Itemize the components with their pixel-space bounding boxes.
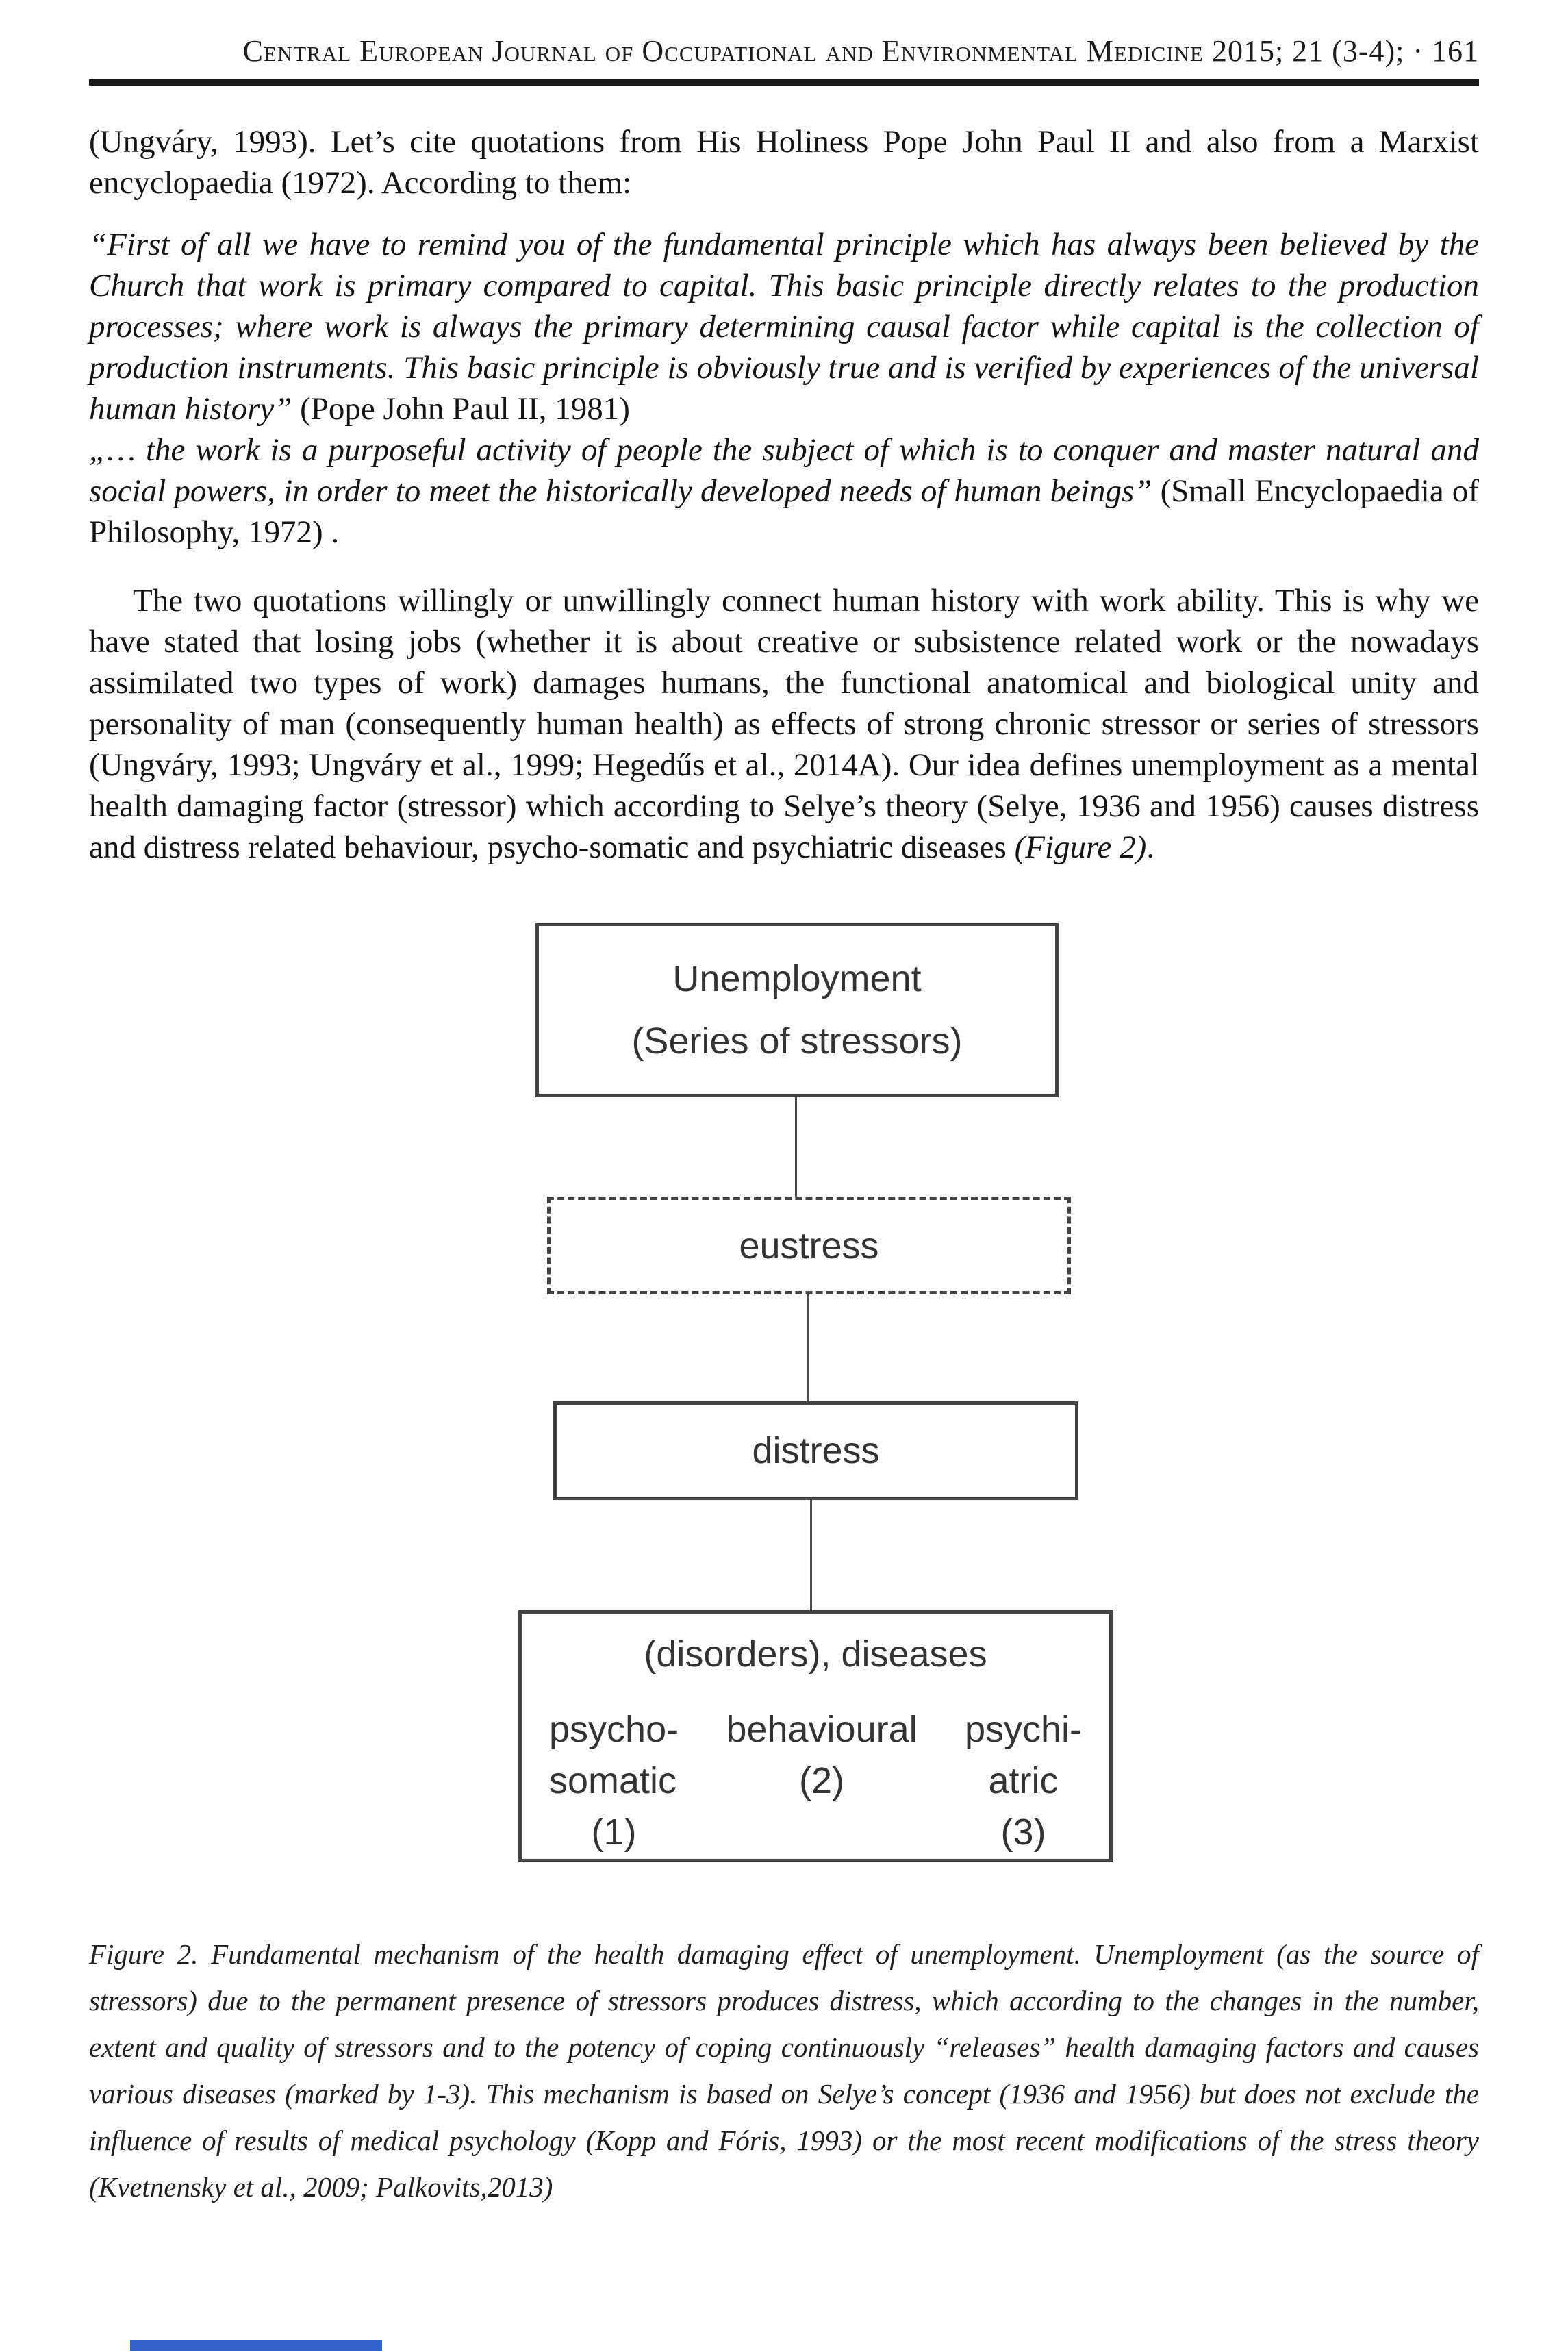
figure-2-caption: Figure 2. Fundamental mechanism of the h… — [89, 1938, 1479, 2203]
psychiatric-number: (3) — [1000, 1812, 1046, 1853]
figure-2-reference: (Figure 2) — [1014, 829, 1147, 865]
journal-header-line: Central European Journal of Occupational… — [242, 34, 1479, 68]
quote-pope-attribution: (Pope John Paul II, 1981) — [292, 391, 630, 427]
disorders-column-psychosomatic: psycho- somatic (1) — [549, 1704, 679, 1858]
bottom-blue-bar — [130, 2340, 382, 2351]
paragraph-discussion-period: . — [1146, 829, 1155, 865]
psychosomatic-number: (1) — [591, 1812, 637, 1853]
figure-2-flowchart: Unemployment (Series of stressors) eustr… — [89, 923, 1479, 1862]
disorders-columns: psycho- somatic (1) behavioural (2) psyc… — [549, 1704, 1082, 1858]
paragraph-intro: (Ungváry, 1993). Let’s cite quotations f… — [89, 124, 1479, 201]
quote-block: “First of all we have to remind you of t… — [89, 224, 1479, 553]
psychosomatic-line-1: psycho- — [549, 1709, 679, 1750]
psychiatric-line-2: atric — [988, 1760, 1059, 1801]
behavioural-line-1: behavioural — [726, 1709, 918, 1750]
flowchart-box-distress: distress — [553, 1401, 1078, 1500]
disorders-diseases-title: (disorders), diseases — [644, 1634, 987, 1675]
psychosomatic-line-2: somatic — [549, 1760, 677, 1801]
header-rule — [89, 79, 1479, 86]
flowchart-box-unemployment: Unemployment (Series of stressors) — [535, 923, 1059, 1097]
connector-eustress-distress — [807, 1294, 809, 1401]
eustress-label: eustress — [739, 1225, 879, 1266]
distress-label: distress — [752, 1430, 880, 1471]
flowchart-box-disorders-diseases: (disorders), diseases psycho- somatic (1… — [518, 1610, 1113, 1862]
connector-distress-disorders — [810, 1500, 812, 1610]
quote-pope-text: “First of all we have to remind you of t… — [89, 227, 1479, 427]
flowchart-box-eustress: eustress — [547, 1197, 1071, 1294]
disorders-column-psychiatric: psychi- atric (3) — [965, 1704, 1082, 1858]
connector-unemployment-eustress — [795, 1097, 797, 1197]
series-of-stressors-label: (Series of stressors) — [631, 1020, 963, 1062]
quote-encyclopaedia-attribution: (Small Encyclopaedia of Philosophy, 1972… — [89, 473, 1480, 550]
psychiatric-line-1: psychi- — [964, 1709, 1082, 1750]
behavioural-number: (2) — [799, 1760, 845, 1801]
disorders-column-behavioural: behavioural (2) — [726, 1704, 917, 1858]
paragraph-discussion-text: The two quotations willingly or unwillin… — [89, 583, 1479, 865]
paragraph-discussion: The two quotations willingly or unwillin… — [89, 580, 1479, 868]
quote-encyclopaedia-text: „… the work is a purposeful activity of … — [89, 432, 1479, 509]
unemployment-label: Unemployment — [672, 958, 922, 1000]
